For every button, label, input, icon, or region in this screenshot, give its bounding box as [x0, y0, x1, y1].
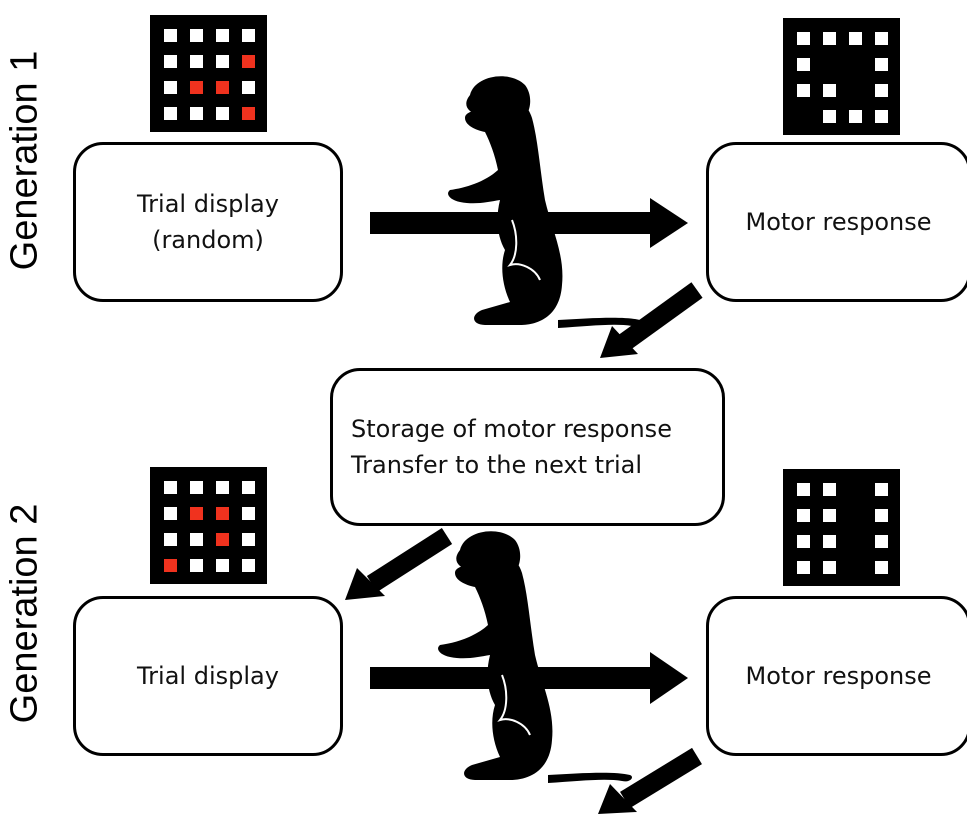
grid-cell-white	[823, 84, 836, 97]
grid-cell-white	[164, 29, 177, 42]
grid-cell-white	[190, 107, 203, 120]
grid-cell-white	[797, 509, 810, 522]
grid-cell-black	[849, 483, 862, 496]
grid-cell-white	[797, 535, 810, 548]
gen2-motor-response-box: Motor response	[706, 596, 967, 756]
grid-cell-white	[875, 58, 888, 71]
monkey-icon	[437, 530, 634, 784]
grid-cell-red	[216, 81, 229, 94]
grid-cell-white	[823, 483, 836, 496]
arrow-to-gen2-trial	[345, 527, 453, 600]
grid-cell-white	[875, 84, 888, 97]
arrow-to-next-generation	[598, 747, 702, 814]
grid-cell-white	[797, 58, 810, 71]
storage-line2: Transfer to the next trial	[351, 451, 642, 479]
monkey-icon	[447, 75, 644, 329]
gen2-motor-response-label: Motor response	[745, 662, 932, 690]
grid-cell-white	[875, 483, 888, 496]
grid-cell-white	[875, 509, 888, 522]
gen1-motor-response-label: Motor response	[745, 208, 932, 236]
grid-cell-white	[242, 481, 255, 494]
grid-cell-white	[849, 110, 862, 123]
grid-cell-white	[190, 55, 203, 68]
grid-cell-white	[242, 81, 255, 94]
grid-cell-red	[190, 507, 203, 520]
grid-cell-white	[797, 483, 810, 496]
gen1-motor-response-box: Motor response	[706, 142, 967, 302]
grid-cell-black	[849, 509, 862, 522]
arrow-to-storage	[600, 282, 703, 358]
grid-cell-black	[849, 561, 862, 574]
grid-cell-white	[216, 29, 229, 42]
grid-cell-white	[190, 533, 203, 546]
gen2-trial-grid	[150, 467, 267, 584]
grid-cell-red	[190, 81, 203, 94]
grid-cell-white	[164, 507, 177, 520]
grid-cell-white	[190, 29, 203, 42]
gen2-trial-display-box: Trial display	[73, 596, 343, 756]
grid-cell-red	[242, 55, 255, 68]
grid-cell-white	[875, 535, 888, 548]
grid-cell-white	[823, 110, 836, 123]
grid-cell-white	[164, 533, 177, 546]
grid-cell-white	[242, 533, 255, 546]
gen2-response-grid	[783, 469, 900, 586]
grid-cell-white	[823, 32, 836, 45]
grid-cell-red	[164, 559, 177, 572]
grid-cell-white	[875, 32, 888, 45]
gen1-response-grid	[783, 18, 900, 135]
gen2-trial-display-label: Trial display	[137, 662, 279, 690]
gen1-trial-grid	[150, 15, 267, 132]
grid-cell-black	[823, 58, 836, 71]
storage-line1: Storage of motor response	[351, 415, 672, 443]
grid-cell-white	[823, 561, 836, 574]
grid-cell-white	[164, 55, 177, 68]
grid-cell-white	[823, 535, 836, 548]
grid-cell-white	[797, 561, 810, 574]
gen1-trial-display-box: Trial display (random)	[73, 142, 343, 302]
gen1-trial-box-line2: (random)	[152, 226, 264, 254]
grid-cell-white	[823, 509, 836, 522]
grid-cell-white	[242, 559, 255, 572]
grid-cell-white	[190, 481, 203, 494]
grid-cell-black	[849, 535, 862, 548]
grid-cell-black	[849, 58, 862, 71]
storage-box: Storage of motor response Transfer to th…	[330, 368, 725, 526]
grid-cell-red	[216, 533, 229, 546]
grid-cell-white	[216, 55, 229, 68]
grid-cell-white	[216, 559, 229, 572]
grid-cell-white	[875, 110, 888, 123]
grid-cell-white	[849, 32, 862, 45]
grid-cell-white	[216, 107, 229, 120]
grid-cell-white	[242, 507, 255, 520]
grid-cell-black	[797, 110, 810, 123]
gen1-trial-box-line1: Trial display	[137, 190, 279, 218]
grid-cell-white	[164, 107, 177, 120]
grid-cell-white	[797, 32, 810, 45]
grid-cell-black	[849, 84, 862, 97]
grid-cell-red	[242, 107, 255, 120]
grid-cell-red	[216, 507, 229, 520]
grid-cell-white	[190, 559, 203, 572]
grid-cell-white	[164, 81, 177, 94]
grid-cell-white	[242, 29, 255, 42]
grid-cell-white	[797, 84, 810, 97]
grid-cell-white	[875, 561, 888, 574]
grid-cell-white	[164, 481, 177, 494]
grid-cell-white	[216, 481, 229, 494]
